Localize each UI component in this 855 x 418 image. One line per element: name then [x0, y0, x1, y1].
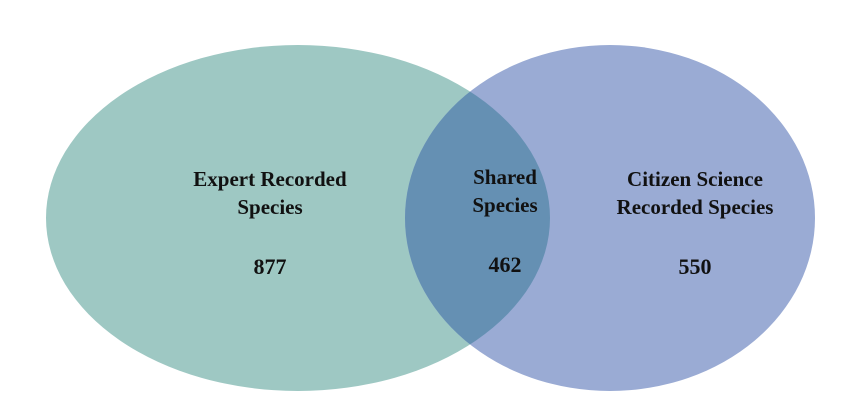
citizen-label-line1: Citizen Science	[627, 167, 763, 191]
citizen-label-line2: Recorded Species	[616, 195, 774, 219]
shared-label-line1: Shared	[473, 165, 537, 189]
expert-label-line1: Expert Recorded	[193, 167, 347, 191]
expert-set-label: Expert Recorded Species	[193, 165, 346, 221]
shared-overlap-region	[405, 45, 550, 391]
citizen-set-label: Citizen Science Recorded Species	[617, 165, 774, 221]
shared-set-label: Shared Species	[472, 163, 537, 219]
citizen-count: 550	[678, 254, 712, 279]
expert-count: 877	[253, 254, 287, 279]
shared-label-line2: Species	[472, 193, 538, 217]
expert-set-ellipse	[46, 45, 550, 391]
expert-label-line2: Species	[237, 195, 303, 219]
shared-count: 462	[488, 252, 522, 277]
